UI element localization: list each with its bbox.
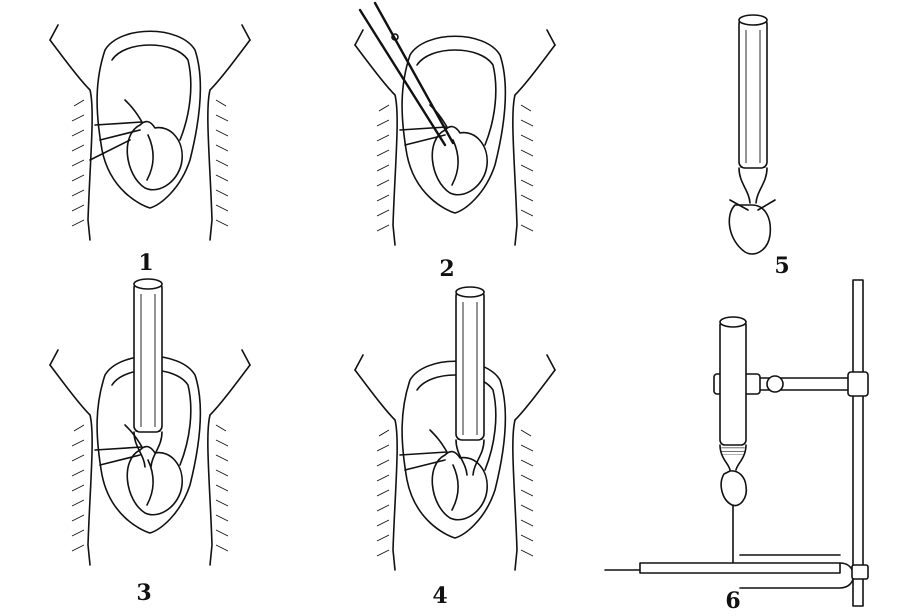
cannula-icon bbox=[738, 14, 768, 204]
panel-3-cannula-inserted bbox=[49, 278, 251, 566]
heart-icon bbox=[720, 470, 748, 507]
cannula-icon bbox=[719, 316, 747, 471]
scissors-icon bbox=[358, 1, 455, 147]
cannula-icon bbox=[133, 278, 163, 468]
panel-label-3: 3 bbox=[136, 580, 151, 606]
panel-4-cannula-filled bbox=[354, 286, 556, 571]
panel-label-6: 6 bbox=[725, 588, 740, 614]
panel-2-incision-with-scissors bbox=[354, 1, 556, 246]
panel-5-isolated-heart-on-cannula bbox=[728, 14, 776, 255]
cannula-icon bbox=[455, 286, 485, 476]
heart-icon bbox=[728, 204, 772, 255]
panel-label-2: 2 bbox=[439, 256, 454, 282]
panel-label-4: 4 bbox=[432, 583, 447, 609]
panel-label-5: 5 bbox=[774, 253, 789, 279]
panel-label-1: 1 bbox=[138, 250, 153, 276]
panel-6-heart-on-stand-with-lever bbox=[604, 279, 869, 607]
panel-1-opened-frog bbox=[49, 24, 251, 241]
